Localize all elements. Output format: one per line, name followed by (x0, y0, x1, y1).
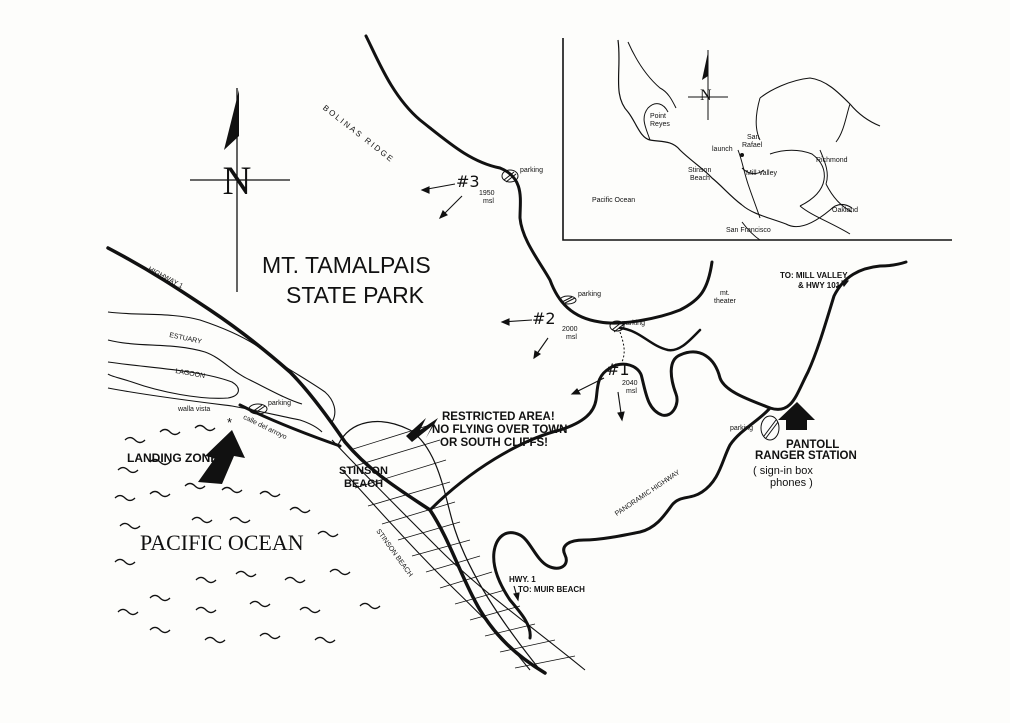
restricted-label-3: OR SOUTH CLIFFS! (440, 437, 548, 449)
inset-border (562, 38, 952, 241)
highway-1-road (106, 246, 547, 675)
inset-road-101 (737, 149, 761, 219)
inset-san-rafael-1: San (747, 134, 760, 141)
park-title: MT. TAMALPAIS (262, 252, 431, 278)
ocean-label: PACIFIC OCEAN (140, 530, 304, 555)
launch-2-elev-2: msl (566, 334, 577, 341)
trail-1 (619, 331, 625, 363)
mt-theater-label-2: theater (714, 298, 736, 305)
restricted-label-2: NO FLYING OVER TOWN (432, 424, 568, 436)
mill-valley-label-1: TO: MILL VALLEY (780, 271, 848, 280)
park-subtitle: STATE PARK (286, 282, 425, 308)
launch-3-elev-2: msl (483, 198, 494, 205)
inset-oakland: Oakland (832, 207, 859, 214)
pantoll-label-4: phones ) (770, 477, 813, 489)
restricted-arrow (406, 418, 438, 442)
parking-markers (248, 169, 780, 441)
launch-2-label: #2 (532, 309, 556, 328)
launch-1-elev-1: 2040 (622, 380, 638, 387)
inset-bay-east (759, 77, 881, 127)
inset-richmond: Richmond (816, 157, 848, 164)
landing-asterisk: * (227, 415, 232, 430)
pantoll-label-1: PANTOLL (786, 439, 840, 451)
launch-3-elev-1: 1950 (479, 190, 495, 197)
compass-north-arrow (224, 90, 239, 150)
inset-oakland-shore (799, 205, 851, 235)
compass-letter: N (222, 158, 252, 203)
parking-3-label: parking (520, 167, 543, 174)
parking-2-label: parking (578, 291, 601, 298)
stinson-town-label-1: STINSON (339, 465, 388, 477)
inset-sf-peninsula (741, 221, 761, 241)
restricted-label-1: RESTRICTED AREA! (442, 411, 555, 423)
restricted-zone (337, 421, 576, 671)
launch-3-label: #3 (456, 172, 480, 191)
bolinas-ridge-road (364, 34, 714, 325)
mill-valley-label-2: & HWY 101 (798, 281, 841, 290)
inset-pacific-ocean: Pacific Ocean (592, 197, 636, 204)
inset-map (562, 38, 952, 241)
inset-roads (741, 97, 853, 213)
inset-point-reyes (643, 103, 669, 141)
parking-pantoll-label: parking (730, 425, 753, 432)
inset-stinson-2: Beach (690, 175, 710, 182)
inset-bay-inner (769, 149, 825, 207)
inset-san-rafael-2: Rafael (742, 142, 763, 149)
parking-lagoon-label: parking (268, 400, 291, 407)
inset-stinson-1: Stinson (688, 167, 712, 174)
walla-vista-label: walla vista (178, 406, 211, 413)
ranger-station-arrow (778, 402, 815, 430)
parking-1-label: parking (622, 320, 645, 327)
inset-launch-label: launch (712, 146, 733, 153)
landing-zone-label: LANDING ZONE (127, 451, 219, 465)
ocean-waves (114, 424, 381, 644)
launch-arrows (420, 183, 850, 602)
inset-point-reyes-2: Reyes (650, 121, 670, 128)
hwy1-label: HWY. 1 (509, 575, 536, 584)
inset-compass-arrow (702, 52, 708, 80)
inset-coastline (617, 39, 743, 206)
launch-1-elev-2: msl (626, 388, 637, 395)
mt-theater-label-1: mt. (720, 290, 730, 297)
inset-point-reyes-1: Point (650, 113, 666, 120)
inset-tomales-bay (627, 41, 677, 109)
pantoll-label-3: ( sign-in box (753, 465, 813, 477)
inset-san-francisco: San Francisco (726, 227, 771, 234)
panoramic-loop (618, 326, 702, 352)
inset-mill-valley: Mill Valley (746, 170, 777, 177)
muir-beach-label: TO: MUIR BEACH (518, 585, 585, 594)
panoramic-highway-south (492, 406, 772, 640)
launch-1-label: #1 (606, 360, 630, 379)
compass-rose (190, 88, 290, 292)
launch-2-elev-1: 2000 (562, 326, 578, 333)
landing-zone-arrow (198, 430, 245, 484)
inset-compass-letter: N (700, 87, 712, 104)
panoramic-highway (428, 260, 908, 512)
estuary-outlines (107, 311, 336, 433)
pantoll-label-2: RANGER STATION (755, 450, 857, 462)
stinson-town-label-2: BEACH (344, 478, 384, 490)
inset-launch-dot (740, 153, 744, 157)
